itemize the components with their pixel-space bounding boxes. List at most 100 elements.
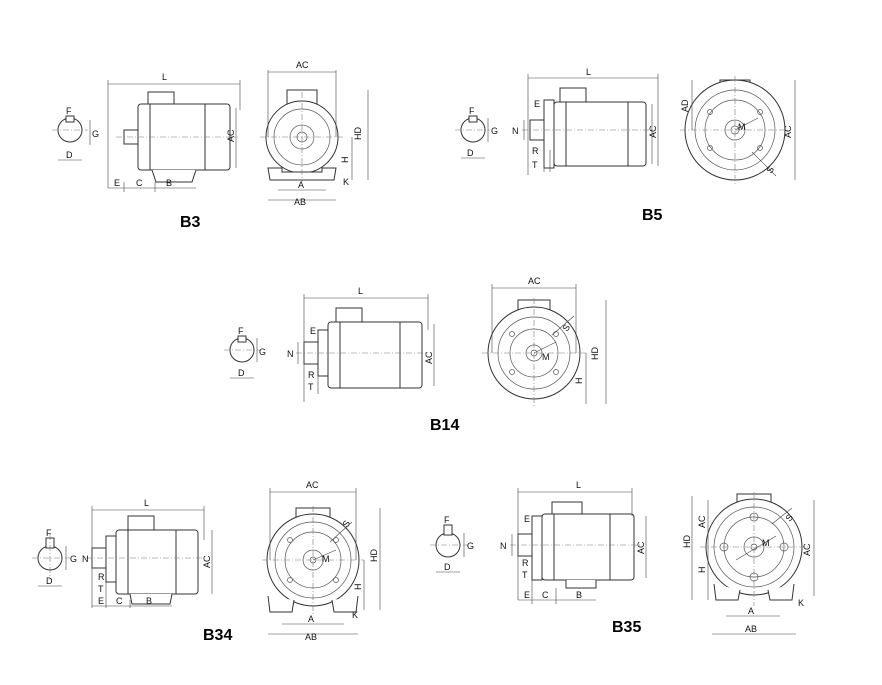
dim-D: D: [238, 368, 245, 378]
b34-side-view: L AC N R T E C B: [82, 498, 213, 608]
dim-L: L: [162, 72, 167, 82]
dim-E: E: [524, 514, 530, 524]
dim-B: B: [146, 596, 152, 606]
dim-M: M: [322, 554, 330, 564]
dim-T: T: [98, 584, 104, 594]
dim-AC: AC: [783, 125, 793, 138]
b5-group: F G D L AC E N R T: [455, 67, 796, 224]
dim-R: R: [532, 146, 539, 156]
dim-AC: AC: [226, 129, 236, 142]
dim-R: R: [308, 370, 315, 380]
dim-AC: AC: [202, 555, 212, 568]
dim-E: E: [114, 178, 120, 188]
b14-shaft-section: F G D: [224, 326, 266, 379]
dim-HD: HD: [682, 535, 692, 548]
dim-L: L: [144, 498, 149, 508]
dim-E: E: [98, 596, 104, 606]
dim-S: S: [783, 512, 795, 523]
title-b3: B3: [180, 214, 201, 231]
dim-M: M: [738, 122, 746, 132]
dim-A: A: [308, 614, 314, 624]
dim-AC: AC: [697, 515, 707, 528]
dim-L: L: [358, 286, 363, 296]
dim-AC: AC: [306, 480, 319, 490]
dim-F: F: [238, 326, 244, 336]
dim-A: A: [298, 180, 304, 190]
title-b34: B34: [203, 627, 232, 644]
dim-H: H: [340, 157, 350, 164]
dim-N: N: [500, 541, 507, 551]
b14-side-view: L AC E N R T: [287, 286, 435, 402]
title-b5: B5: [642, 207, 663, 224]
dim-K: K: [343, 177, 349, 187]
dim-D: D: [46, 576, 53, 586]
dim-S: S: [764, 164, 776, 175]
dim-C: C: [136, 178, 143, 188]
dim-F: F: [444, 515, 450, 525]
dim-AC: AC: [528, 276, 541, 286]
dim-L: L: [576, 480, 581, 490]
dim-S: S: [340, 518, 352, 529]
dim-C: C: [542, 590, 549, 600]
dim-H: H: [697, 567, 707, 574]
dim-R: R: [98, 572, 105, 582]
dim-HD: HD: [590, 347, 600, 360]
dim-AB: AB: [745, 624, 757, 634]
dim-N: N: [287, 349, 294, 359]
b3-shaft-section: F G D: [52, 106, 99, 161]
dim-G: G: [70, 554, 77, 564]
b3-front-view: AC HD H K A AB: [260, 60, 369, 207]
dim-K: K: [798, 598, 804, 608]
dim-G: G: [92, 129, 99, 139]
dim-G: G: [491, 126, 498, 136]
dim-HD: HD: [369, 549, 379, 562]
dim-G: G: [259, 347, 266, 357]
b5-shaft-section: F G D: [455, 106, 498, 159]
dim-AC: AC: [424, 351, 434, 364]
dim-F: F: [469, 106, 475, 116]
dim-M: M: [762, 538, 770, 548]
dim-E: E: [524, 590, 530, 600]
dim-M: M: [542, 352, 550, 362]
dim-H: H: [574, 378, 584, 385]
b3-side-view: L AC E C B: [107, 72, 241, 192]
b3-group: F G D L AC E C B: [52, 60, 369, 231]
title-b35: B35: [612, 619, 641, 636]
dim-F: F: [66, 106, 72, 116]
dim-AC: AC: [296, 60, 309, 70]
dim-F: F: [46, 528, 52, 538]
dim-L: L: [586, 67, 591, 77]
dim-K: K: [352, 610, 358, 620]
dim-D: D: [444, 562, 451, 572]
b35-front-view: M S HD AC H AC K A AB: [682, 492, 815, 635]
dim-N: N: [512, 126, 519, 136]
dim-T: T: [532, 160, 538, 170]
b34-group: F G D L AC N R T E C B: [32, 480, 381, 644]
dim-AC: AC: [802, 543, 812, 556]
b14-group: F G D L AC E N R T: [224, 276, 607, 434]
dim-B: B: [166, 178, 172, 188]
dim-B: B: [576, 590, 582, 600]
b35-side-view: L AC E N R T E C B: [500, 480, 647, 604]
dim-E: E: [534, 99, 540, 109]
dim-S: S: [560, 322, 572, 333]
dim-R: R: [522, 558, 529, 568]
b5-front-view: M S AD AC: [680, 76, 796, 184]
dim-G: G: [467, 541, 474, 551]
dim-T: T: [522, 570, 528, 580]
dim-HD: HD: [353, 127, 363, 140]
dim-AB: AB: [294, 197, 306, 207]
dim-D: D: [467, 148, 474, 158]
dim-A: A: [748, 606, 754, 616]
b14-front-view: AC M S HD H: [482, 276, 607, 408]
b34-front-view: AC M S HD H K A AB: [262, 480, 381, 642]
dim-N: N: [82, 554, 89, 564]
dim-AD: AD: [680, 99, 690, 112]
dim-AC: AC: [636, 541, 646, 554]
dim-H: H: [353, 584, 363, 591]
b35-shaft-section: F G D: [430, 515, 474, 573]
b35-group: F G D L AC E N R T E: [430, 480, 815, 636]
dim-AB: AB: [305, 632, 317, 642]
dim-E: E: [310, 326, 316, 336]
